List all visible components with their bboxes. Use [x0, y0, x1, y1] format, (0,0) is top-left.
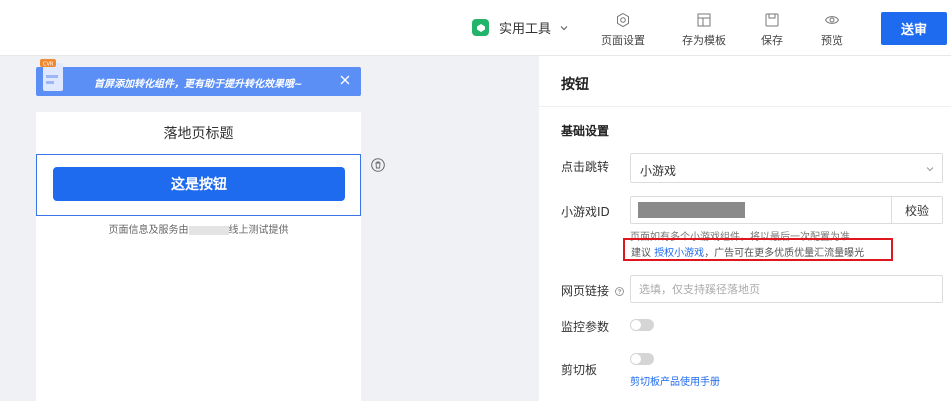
divider	[539, 106, 951, 107]
save-as-template-label: 存为模板	[682, 34, 726, 47]
preview-button[interactable]: 预览	[802, 12, 862, 48]
coupon-illustration-icon: CVR	[40, 59, 63, 91]
top-toolbar: 实用工具 页面设置 存为模板 保存 预览 送审	[0, 0, 951, 56]
conversion-tip-banner: CVR 首屏添加转化组件，更有助于提升转化效果哦~	[36, 59, 361, 96]
monitor-params-label: 监控参数	[561, 320, 610, 334]
button-component-selected[interactable]: 这是按钮	[36, 154, 361, 216]
clipboard-manual-link[interactable]: 剪切板产品使用手册	[630, 377, 720, 388]
save-button[interactable]: 保存	[742, 12, 802, 48]
web-link-label: 网页链接	[561, 282, 624, 299]
utility-tools-dropdown[interactable]: 实用工具	[472, 18, 569, 37]
submit-review-button[interactable]: 送审	[881, 12, 947, 45]
preview-label: 预览	[821, 34, 843, 47]
save-label: 保存	[761, 34, 783, 47]
panel-title: 按钮	[561, 77, 589, 93]
clipboard-toggle[interactable]	[630, 353, 654, 365]
game-id-input[interactable]	[630, 196, 892, 224]
multi-component-hint: 页面如有多个小游戏组件，将以最后一次配置为准	[630, 232, 850, 243]
eye-icon	[824, 16, 840, 24]
redacted-name	[188, 225, 229, 235]
settings-panel: 按钮 基础设置 点击跳转 小游戏 小游戏ID 校验 页面如有多个小游戏组件，将以…	[539, 56, 951, 401]
page-settings-label: 页面设置	[601, 34, 645, 47]
preview-button-component[interactable]: 这是按钮	[53, 167, 345, 201]
page-settings-button[interactable]: 页面设置	[593, 12, 653, 48]
monitor-params-toggle[interactable]	[630, 319, 654, 331]
close-icon[interactable]	[339, 74, 351, 86]
click-jump-value: 小游戏	[640, 164, 677, 178]
authorize-game-link[interactable]: 授权小游戏	[654, 248, 705, 259]
clipboard-label: 剪切板	[561, 363, 598, 377]
hexagon-settings-icon	[617, 12, 629, 28]
save-as-template-button[interactable]: 存为模板	[674, 12, 734, 48]
save-icon	[765, 13, 779, 27]
click-jump-select[interactable]: 小游戏	[630, 153, 943, 183]
template-icon	[697, 13, 711, 27]
banner-text: 首屏添加转化组件，更有助于提升转化效果哦~	[94, 79, 303, 90]
trash-icon[interactable]	[371, 158, 385, 172]
help-icon[interactable]	[614, 287, 624, 296]
page-title: 落地页标题	[163, 126, 234, 142]
utility-tools-label: 实用工具	[499, 22, 552, 37]
section-title: 基础设置	[561, 124, 610, 138]
app-icon	[472, 19, 489, 36]
redacted-game-id	[638, 202, 745, 218]
chevron-down-icon	[560, 25, 568, 30]
click-jump-label: 点击跳转	[561, 160, 610, 174]
verify-button[interactable]: 校验	[891, 196, 943, 224]
web-link-input[interactable]	[631, 276, 942, 302]
service-provider-note: 页面信息及服务由线上测试提供	[108, 225, 289, 236]
web-link-field[interactable]	[630, 275, 943, 303]
svg-text:CVR: CVR	[43, 62, 54, 68]
authorization-notice: 建议 授权小游戏，广告可在更多优质优量汇流量曝光	[623, 238, 893, 261]
chevron-down-icon	[926, 167, 934, 172]
game-id-label: 小游戏ID	[561, 205, 610, 219]
